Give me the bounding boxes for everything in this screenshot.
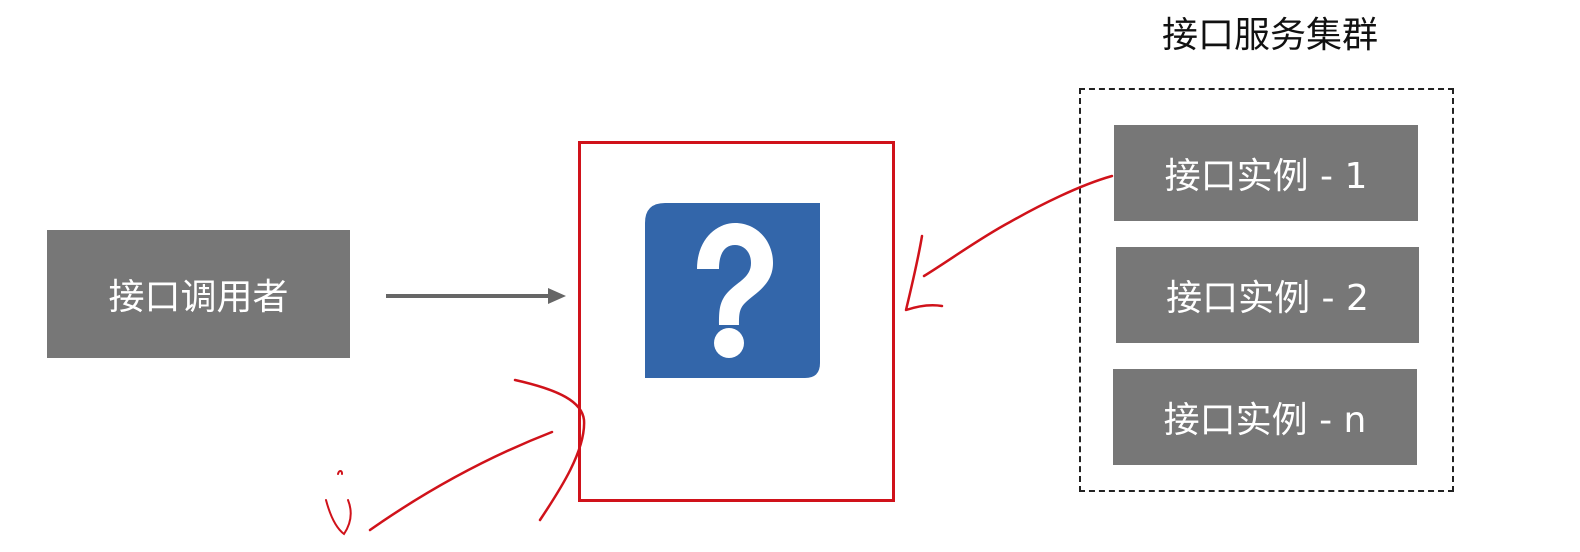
instance-box-2: 接口实例 - 2 — [1116, 247, 1419, 343]
cluster-title: 接口服务集群 — [1161, 15, 1378, 56]
caller-label: 接口调用者 — [108, 277, 289, 318]
caller-box: 接口调用者 — [47, 230, 350, 358]
question-mark-icon — [645, 203, 820, 378]
cluster-boundary — [1079, 88, 1454, 492]
instance-label: 接口实例 - 1 — [1164, 156, 1368, 197]
handdrawn-arrow-caller — [368, 430, 554, 532]
unknown-component-frame — [578, 141, 895, 502]
handdrawn-scribble — [325, 470, 352, 536]
caller-to-center-arrow — [386, 288, 566, 304]
handdrawn-arrow-instances — [922, 174, 1114, 278]
handdrawn-arrowhead-instances — [904, 234, 944, 312]
instance-box-1: 接口实例 - 1 — [1114, 125, 1418, 221]
instance-label: 接口实例 - 2 — [1166, 278, 1369, 319]
instance-box-n: 接口实例 - n — [1113, 369, 1417, 465]
handdrawn-arrowhead-caller — [513, 378, 586, 522]
instance-label: 接口实例 - n — [1163, 400, 1367, 441]
